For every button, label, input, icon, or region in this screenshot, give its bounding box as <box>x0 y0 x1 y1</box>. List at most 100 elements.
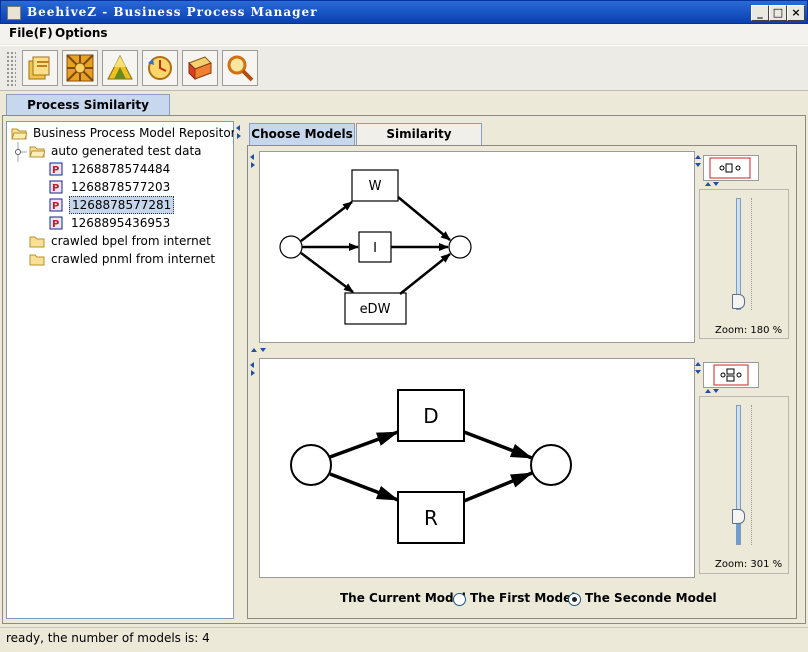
horizontal-splitter[interactable] <box>249 346 795 356</box>
triforce-icon <box>107 54 133 80</box>
tree-item-label: 1268895436953 <box>71 216 171 230</box>
pattern-button[interactable] <box>62 50 98 86</box>
tree-item-label: 1268878577281 <box>69 196 175 214</box>
svg-text:P: P <box>52 201 59 212</box>
tree-item-label: 1268878574484 <box>71 162 171 176</box>
zoom-slider-track[interactable] <box>736 405 741 545</box>
transition-d[interactable] <box>397 389 465 442</box>
search-button[interactable] <box>222 50 258 86</box>
second-model-radio[interactable] <box>568 593 581 606</box>
tab-similarity-measure[interactable]: Similarity Measure <box>356 123 482 161</box>
magnifier-icon <box>227 55 254 82</box>
collapse-up-icon[interactable] <box>251 348 257 352</box>
menu-bar: File(F) Options <box>0 24 808 44</box>
arc <box>463 430 533 460</box>
title-bar: BeehiveZ - Business Process Manager _ □ … <box>0 0 808 24</box>
toolbar <box>0 45 808 91</box>
triforce-button[interactable] <box>102 50 138 86</box>
refresh-button[interactable] <box>142 50 178 86</box>
folder-open-icon <box>29 146 45 158</box>
collapse-left-icon[interactable] <box>250 362 254 368</box>
collapse-up-icon[interactable] <box>695 362 701 366</box>
tab-process-similarity-metric[interactable]: Process Similarity Metric <box>6 94 170 132</box>
zoom-slider-box: Zoom: 301 % <box>699 396 789 574</box>
first-model-label[interactable]: The First Model <box>470 591 576 605</box>
grid-pattern-icon <box>66 54 94 82</box>
book-icon <box>188 56 212 81</box>
close-button[interactable]: × <box>787 5 805 21</box>
menu-options[interactable]: Options <box>55 26 108 40</box>
first-model-radio[interactable] <box>453 593 466 606</box>
collapse-left-icon[interactable] <box>250 154 254 160</box>
expand-right-icon[interactable] <box>237 133 241 139</box>
expand-right-icon[interactable] <box>251 370 255 376</box>
start-place[interactable] <box>290 444 332 486</box>
second-model-canvas[interactable]: D R <box>259 358 695 578</box>
arc <box>329 430 399 459</box>
expand-down-icon[interactable] <box>713 389 719 393</box>
tree-item-label: 1268878577203 <box>71 180 171 194</box>
start-place[interactable] <box>279 235 303 259</box>
node-label: W <box>369 179 382 194</box>
folder-icon <box>29 254 45 266</box>
current-model-selector: The Current Model The First Model The Se… <box>248 588 796 610</box>
minimize-button[interactable]: _ <box>751 5 769 21</box>
expand-right-icon[interactable] <box>251 162 255 168</box>
book-button[interactable] <box>182 50 218 86</box>
collapse-up-icon[interactable] <box>695 155 701 159</box>
model-file-icon: P <box>49 198 63 212</box>
tab-choose-models[interactable]: Choose Models <box>249 123 355 145</box>
transition-w[interactable] <box>351 169 399 202</box>
slider-ticks <box>748 405 752 545</box>
model-file-icon: P <box>49 216 63 230</box>
arc <box>300 252 354 293</box>
documents-button[interactable] <box>22 50 58 86</box>
arc <box>463 471 533 503</box>
first-model-zoom-panel: Zoom: 180 % <box>695 151 793 343</box>
toolbar-grip[interactable] <box>6 51 16 87</box>
expand-down-icon[interactable] <box>695 163 701 167</box>
tree-folder-label: crawled bpel from internet <box>51 234 211 248</box>
second-model-zoom-panel: Zoom: 301 % <box>695 358 793 578</box>
second-model-graph: D R <box>290 389 572 544</box>
model-file-icon: P <box>49 162 63 176</box>
arc <box>397 196 451 241</box>
node-label: R <box>424 506 438 530</box>
vertical-splitter[interactable] <box>234 121 244 619</box>
arc <box>329 472 399 502</box>
collapse-up-icon[interactable] <box>705 389 711 393</box>
end-place[interactable] <box>448 235 472 259</box>
svg-text:P: P <box>52 219 59 230</box>
first-model-canvas[interactable]: W I eDW <box>259 151 695 343</box>
maximize-button[interactable]: □ <box>769 5 787 21</box>
zoom-slider-thumb[interactable] <box>732 294 745 309</box>
expand-down-icon[interactable] <box>695 370 701 374</box>
tree-root-label: Business Process Model Repository <box>33 126 243 140</box>
slider-ticks <box>748 198 752 310</box>
second-model-label[interactable]: The Seconde Model <box>585 591 717 605</box>
status-text: ready, the number of models is: 4 <box>6 631 210 645</box>
current-model-label: The Current Model <box>340 591 466 605</box>
second-model-overview[interactable] <box>703 362 759 388</box>
menu-file[interactable]: File(F) <box>9 26 53 40</box>
tree-folder-label: crawled pnml from internet <box>51 252 216 266</box>
clock-refresh-icon <box>148 56 172 80</box>
zoom-slider-fill <box>737 514 740 544</box>
status-bar: ready, the number of models is: 4 <box>0 627 808 652</box>
overview-thumbnail <box>713 364 749 386</box>
svg-text:P: P <box>52 165 59 176</box>
first-model-overview[interactable] <box>703 155 759 181</box>
collapse-left-icon[interactable] <box>236 125 240 131</box>
collapse-up-icon[interactable] <box>705 182 711 186</box>
folder-open-icon <box>11 128 27 140</box>
expand-down-icon[interactable] <box>260 348 266 352</box>
zoom-slider-thumb[interactable] <box>732 509 745 524</box>
transition-r[interactable] <box>397 491 465 544</box>
arc <box>300 201 353 242</box>
transition-edw[interactable] <box>344 292 407 325</box>
overview-thumbnail <box>709 157 751 179</box>
end-place[interactable] <box>530 444 572 486</box>
repository-tree[interactable]: Business Process Model Repository auto g… <box>6 121 243 619</box>
node-label: eDW <box>360 302 391 317</box>
expand-down-icon[interactable] <box>713 182 719 186</box>
